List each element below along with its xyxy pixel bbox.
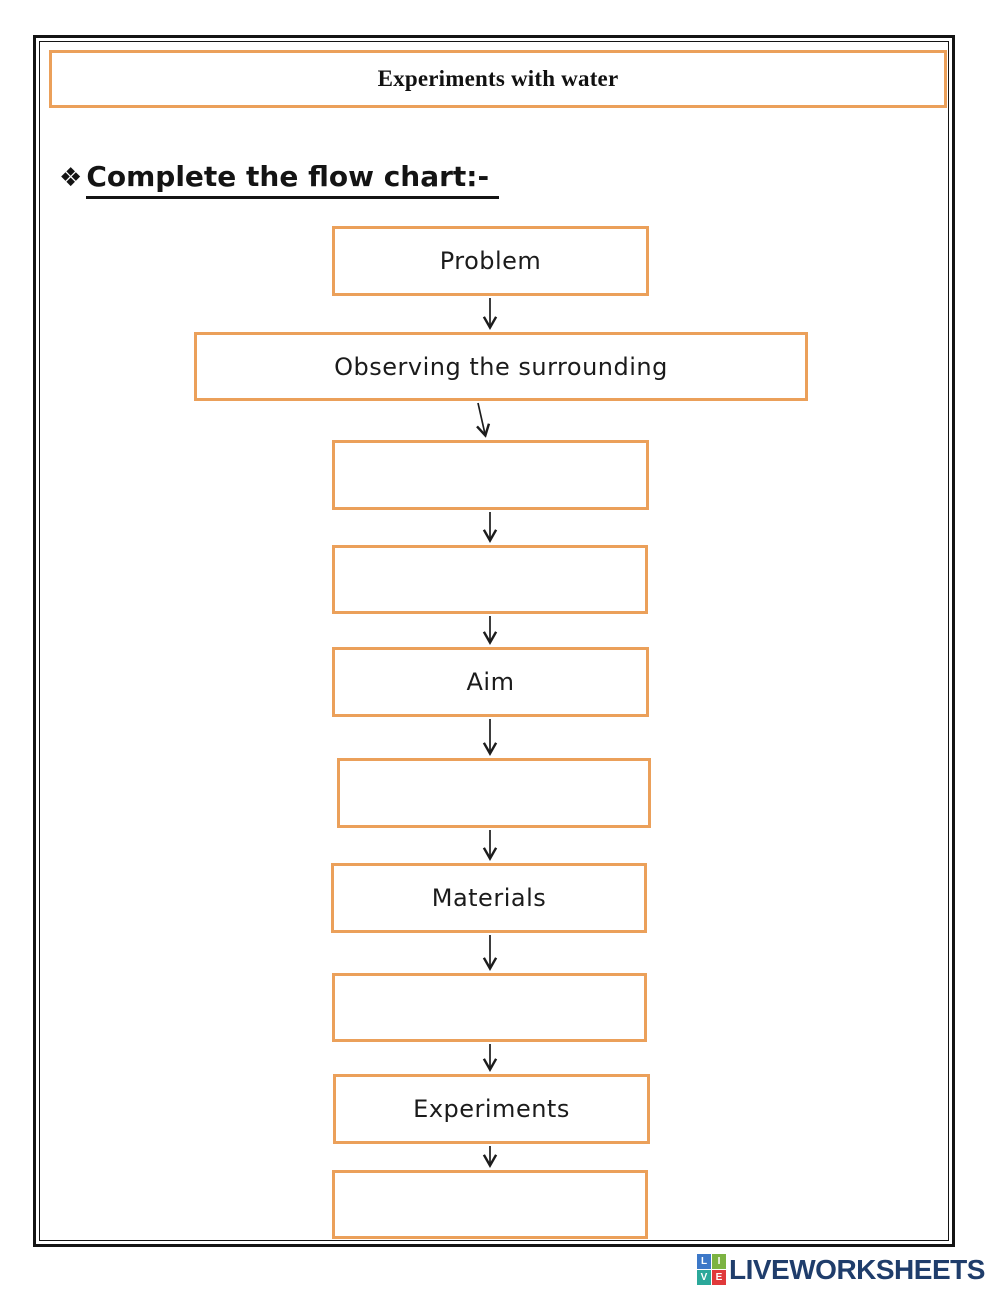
- flow-box-materials: Materials: [331, 863, 647, 933]
- flow-box-answer-3[interactable]: [337, 758, 651, 828]
- flow-box-label: Observing the surrounding: [334, 352, 668, 381]
- flow-box-label: Materials: [431, 884, 547, 912]
- flow-box-aim: Aim: [332, 647, 649, 717]
- page-border-inner: [39, 41, 949, 1241]
- worksheet-title-box: Experiments with water: [49, 50, 947, 108]
- flow-box-label: Aim: [466, 668, 515, 696]
- logo-letter-v: V: [697, 1270, 711, 1285]
- flow-box-answer-5[interactable]: [332, 1170, 648, 1239]
- instruction-heading: ❖Complete the flow chart:-: [59, 160, 500, 199]
- logo-letter-l: L: [697, 1254, 711, 1269]
- worksheet-title: Experiments with water: [377, 66, 619, 91]
- instruction-text: Complete the flow chart:-: [86, 160, 500, 199]
- page-border-outer: [33, 35, 955, 1247]
- flow-box-answer-1[interactable]: [332, 440, 649, 510]
- diamond-bullet-icon: ❖: [59, 163, 83, 193]
- flow-box-answer-2[interactable]: [332, 545, 648, 614]
- logo-letter-i: I: [712, 1254, 726, 1269]
- flow-box-label: Experiments: [413, 1095, 570, 1123]
- liveworksheets-logo-icon: L I V E: [697, 1254, 727, 1286]
- flow-box-problem: Problem: [332, 226, 649, 296]
- liveworksheets-brand-text: LIVEWORKSHEETS: [729, 1254, 985, 1285]
- flow-box-answer-4[interactable]: [332, 973, 647, 1042]
- flow-box-label: Problem: [439, 247, 542, 275]
- flow-box-observing-the-surrounding: Observing the surrounding: [194, 332, 808, 401]
- flow-box-experiments: Experiments: [333, 1074, 650, 1144]
- logo-letter-e: E: [712, 1270, 726, 1285]
- liveworksheets-logo[interactable]: L I V E LIVEWORKSHEETS: [697, 1254, 985, 1286]
